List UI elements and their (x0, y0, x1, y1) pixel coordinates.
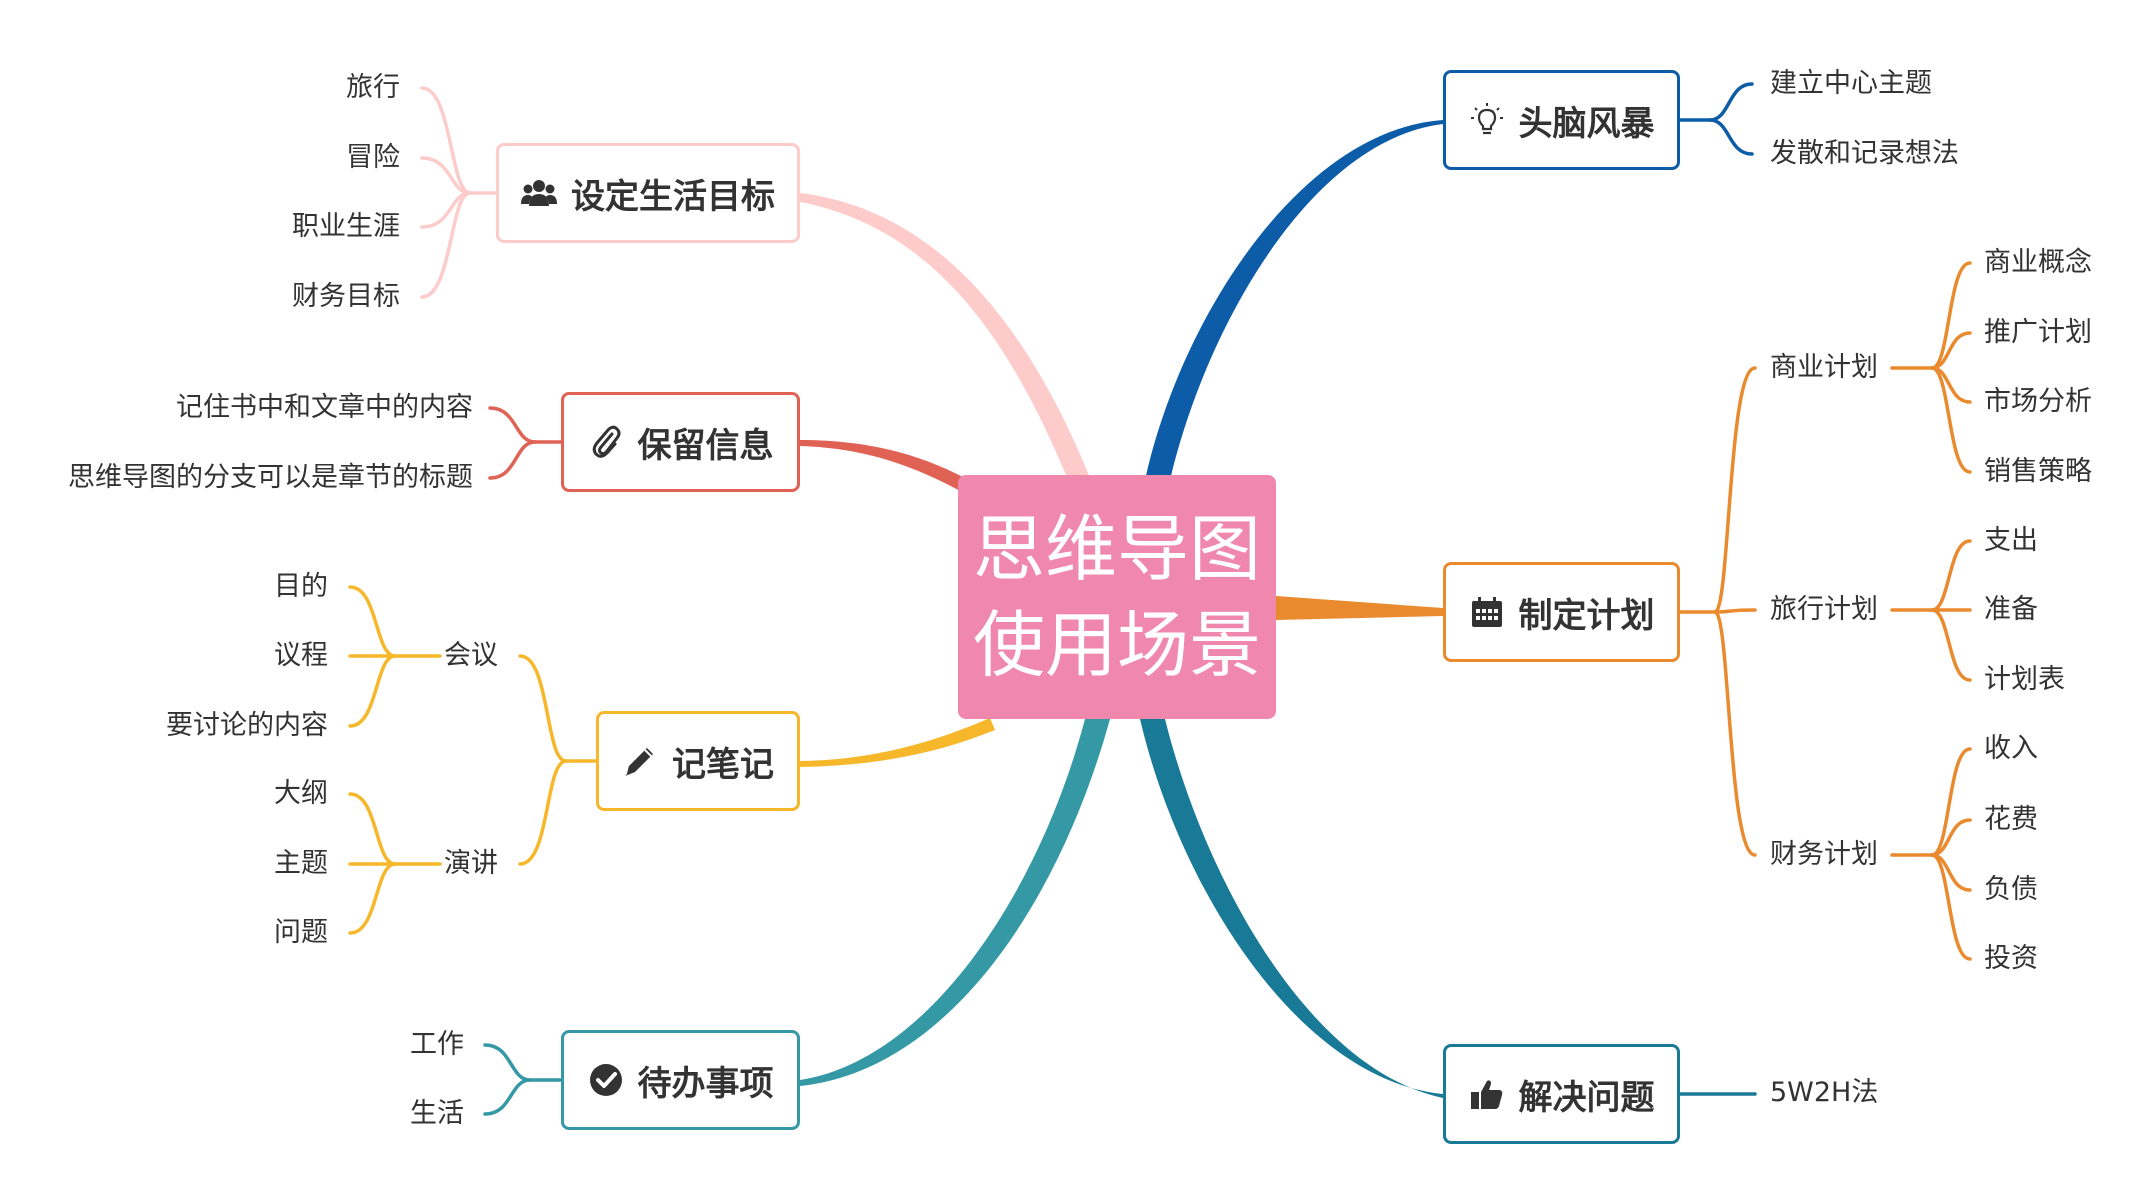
connector-plan-group-2-0 (1930, 747, 1972, 857)
connector-plan-group-2-3 (1930, 853, 1972, 961)
leaf-theme[interactable]: 主题 (274, 848, 328, 879)
topic-solve-problem-label: 解决问题 (1518, 1077, 1655, 1118)
group-travel-plan[interactable]: 旅行计划 (1770, 594, 1878, 625)
branch-solve-problem (1140, 719, 1443, 1098)
connector-notes-group-0-2 (348, 654, 397, 728)
connector-make-plan-2 (1713, 610, 1757, 857)
topic-make-plan[interactable]: 制定计划 (1443, 562, 1680, 662)
leaf-sales-strategy[interactable]: 销售策略 (1984, 456, 2092, 487)
leaf-record-ideas[interactable]: 发散和记录想法 (1770, 138, 1959, 169)
connector-notes-group-1-2 (348, 862, 397, 935)
topic-todo-label: 待办事项 (637, 1063, 774, 1104)
thumbs-up-icon (1469, 1076, 1505, 1112)
leaf-adventure[interactable]: 冒险 (346, 142, 400, 173)
connector-notes-group-1-0 (348, 792, 397, 866)
leaf-agenda[interactable]: 议程 (274, 640, 328, 671)
leaf-spending[interactable]: 花费 (1984, 804, 2038, 835)
connector-life-goals-3 (420, 191, 472, 299)
connector-plan-group-0-0 (1930, 261, 1972, 370)
connector-life-goals-1 (420, 156, 472, 195)
leaf-travel[interactable]: 旅行 (346, 72, 400, 103)
central-topic-line-2: 使用场景 (972, 603, 1261, 687)
group-speech[interactable]: 演讲 (444, 848, 498, 879)
connector-plan-group-0-3 (1930, 366, 1972, 474)
topic-keep-info[interactable]: 保留信息 (561, 392, 800, 492)
leaf-finance-goal[interactable]: 财务目标 (292, 281, 400, 312)
topic-brainstorm-label: 头脑风暴 (1518, 103, 1655, 144)
leaf-market-analysis[interactable]: 市场分析 (1984, 386, 2092, 417)
branch-brainstorm (1145, 120, 1443, 480)
leaf-question[interactable]: 问题 (274, 917, 328, 948)
leaf-purpose[interactable]: 目的 (274, 571, 328, 602)
topic-brainstorm[interactable]: 头脑风暴 (1443, 70, 1680, 170)
users-icon (521, 175, 557, 211)
leaf-life[interactable]: 生活 (410, 1098, 464, 1129)
topic-make-plan-label: 制定计划 (1518, 595, 1655, 636)
leaf-preparation[interactable]: 准备 (1984, 594, 2038, 625)
topic-life-goals-label: 设定生活目标 (571, 176, 775, 217)
group-business-plan[interactable]: 商业计划 (1770, 352, 1878, 383)
connector-life-goals-0 (420, 86, 472, 195)
branch-keep-info (800, 440, 965, 492)
pencil-icon (622, 743, 658, 779)
leaf-liabilities[interactable]: 负债 (1984, 874, 2038, 905)
lightbulb-icon (1469, 102, 1505, 138)
connector-todo-0 (483, 1043, 532, 1082)
leaf-income[interactable]: 收入 (1984, 733, 2038, 764)
connector-notes-group-0-0 (348, 585, 397, 658)
group-finance-plan[interactable]: 财务计划 (1770, 839, 1878, 870)
connector-keep-info-0 (488, 406, 537, 444)
leaf-5w2h[interactable]: 5W2H法 (1770, 1077, 1879, 1108)
branch-take-notes (800, 718, 995, 767)
central-topic-line-1: 思维导图 (972, 507, 1261, 591)
leaf-outline[interactable]: 大纲 (274, 778, 328, 809)
connector-take-notes-1 (518, 759, 568, 866)
topic-todo[interactable]: 待办事项 (561, 1030, 800, 1130)
central-topic[interactable]: 思维导图 使用场景 (958, 475, 1276, 719)
topic-take-notes[interactable]: 记笔记 (596, 711, 800, 811)
connector-take-notes-0 (518, 654, 568, 763)
group-meeting[interactable]: 会议 (444, 640, 498, 671)
connector-plan-group-1-0 (1930, 539, 1972, 612)
leaf-schedule[interactable]: 计划表 (1984, 664, 2065, 695)
branch-todo (800, 719, 1110, 1086)
topic-life-goals[interactable]: 设定生活目标 (496, 143, 800, 243)
leaf-investment[interactable]: 投资 (1984, 943, 2038, 974)
branch-life-goals (800, 193, 1090, 480)
connector-brainstorm-1 (1708, 118, 1754, 156)
leaf-remember-content[interactable]: 记住书中和文章中的内容 (176, 392, 473, 423)
connector-plan-group-1-2 (1930, 608, 1972, 682)
connector-keep-info-1 (488, 440, 537, 480)
connector-make-plan-0 (1713, 366, 1757, 614)
paperclip-icon (588, 424, 624, 460)
connector-todo-1 (483, 1078, 532, 1116)
leaf-work[interactable]: 工作 (410, 1029, 464, 1060)
leaf-career[interactable]: 职业生涯 (292, 211, 400, 242)
connector-brainstorm-0 (1708, 82, 1754, 122)
leaf-central-theme[interactable]: 建立中心主题 (1770, 68, 1932, 99)
leaf-expenditure[interactable]: 支出 (1984, 525, 2038, 556)
calendar-icon (1469, 594, 1505, 630)
connector-make-plan-1 (1713, 608, 1757, 614)
check-circle-icon (588, 1062, 624, 1098)
topic-keep-info-label: 保留信息 (637, 425, 774, 466)
branch-make-plan (1276, 596, 1443, 620)
leaf-business-concept[interactable]: 商业概念 (1984, 247, 2092, 278)
topic-solve-problem[interactable]: 解决问题 (1443, 1044, 1680, 1144)
leaf-discussion[interactable]: 要讨论的内容 (166, 710, 328, 741)
leaf-branch-as-chapter[interactable]: 思维导图的分支可以是章节的标题 (68, 462, 473, 493)
leaf-promotion-plan[interactable]: 推广计划 (1984, 317, 2092, 348)
topic-take-notes-label: 记笔记 (672, 744, 774, 785)
